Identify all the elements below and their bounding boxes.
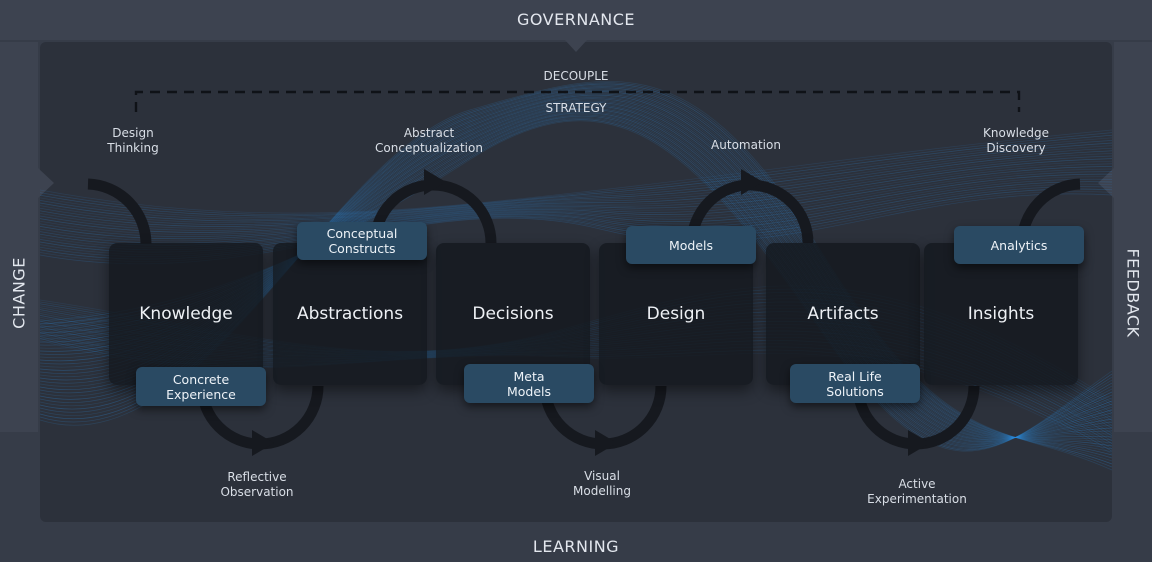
wave-line <box>39 118 1113 450</box>
strategy-label: STRATEGY <box>545 101 607 115</box>
stage-insights: Insights <box>924 243 1078 385</box>
governance-band <box>0 0 1152 40</box>
change-notch <box>38 168 54 198</box>
change-label: CHANGE <box>9 257 29 329</box>
feedback-band <box>1114 42 1152 432</box>
feedback-label: FEEDBACK <box>1123 248 1143 338</box>
reflective-arrowhead <box>252 430 274 456</box>
wave-line <box>39 178 1113 251</box>
design-thinking-arrow <box>87 178 152 245</box>
governance-notch <box>565 40 587 52</box>
reflective-observation-label: Reflective Observation <box>220 470 294 499</box>
wave-line <box>39 140 1113 220</box>
visual-arrowhead <box>595 430 617 456</box>
wave-line <box>39 158 1113 233</box>
learning-label: LEARNING <box>532 537 620 556</box>
wave-line <box>39 153 1113 229</box>
governance-label: GOVERNANCE <box>516 10 636 29</box>
wave-line <box>39 173 1113 246</box>
wave-line <box>39 163 1113 238</box>
wave-line <box>39 150 1113 227</box>
visual-modelling-label: Visual Modelling <box>573 469 631 498</box>
stage-label: Insights <box>967 304 1035 324</box>
knowledge-discovery-label: Knowledge Discovery <box>983 126 1049 155</box>
wave-line <box>39 115 1113 448</box>
wave-line <box>39 119 1113 451</box>
stage-label: Knowledge <box>139 304 233 324</box>
learning-band <box>0 524 1152 562</box>
wave-line <box>39 116 1113 449</box>
active-experimentation-label: Active Experimentation <box>867 477 967 506</box>
wave-line <box>39 166 1113 240</box>
feedback-notch <box>1098 168 1114 198</box>
automation-label: Automation <box>711 138 781 152</box>
tag-analytics: Analytics <box>954 226 1084 264</box>
wave-line <box>39 155 1113 231</box>
wave-line <box>39 171 1113 244</box>
wave-line <box>39 142 1113 222</box>
change-band <box>0 42 38 432</box>
tag-models: Models <box>626 226 756 264</box>
stage-label: Artifacts <box>807 304 879 324</box>
stage-artifacts: Artifacts <box>766 243 920 385</box>
wave-line <box>39 137 1113 218</box>
stage-design: Design <box>599 243 753 385</box>
wave-line <box>39 168 1113 242</box>
abstract-arrowhead <box>424 169 446 195</box>
wave-line <box>39 181 1113 253</box>
wave-line <box>39 129 1113 214</box>
stage-label: Decisions <box>472 304 554 324</box>
stage-label: Design <box>646 304 706 324</box>
strategy-bracket <box>134 90 1021 112</box>
tag-concrete-experience: Concrete Experience <box>136 367 266 406</box>
wave-line <box>39 134 1113 217</box>
tag-meta-models: Meta Models <box>464 364 594 403</box>
wave-line <box>39 120 1113 452</box>
wave-line <box>39 160 1113 235</box>
stage-label: Abstractions <box>296 304 404 324</box>
wave-line <box>39 145 1113 224</box>
automation-arrowhead <box>741 169 763 195</box>
tag-real-life-solutions: Real Life Solutions <box>790 364 920 403</box>
stage-knowledge: Knowledge <box>109 243 263 385</box>
stage-abstractions: Abstractions <box>273 243 427 385</box>
design-thinking-label: Design Thinking <box>107 126 159 155</box>
decouple-label: DECOUPLE <box>543 69 609 83</box>
wave-line <box>39 132 1113 215</box>
active-arrowhead <box>908 430 930 456</box>
stage-decisions: Decisions <box>436 243 590 385</box>
tag-conceptual-constructs: Conceptual Constructs <box>297 222 427 260</box>
wave-line <box>39 147 1113 225</box>
abstract-conceptualization-label: Abstract Conceptualization <box>375 126 483 155</box>
